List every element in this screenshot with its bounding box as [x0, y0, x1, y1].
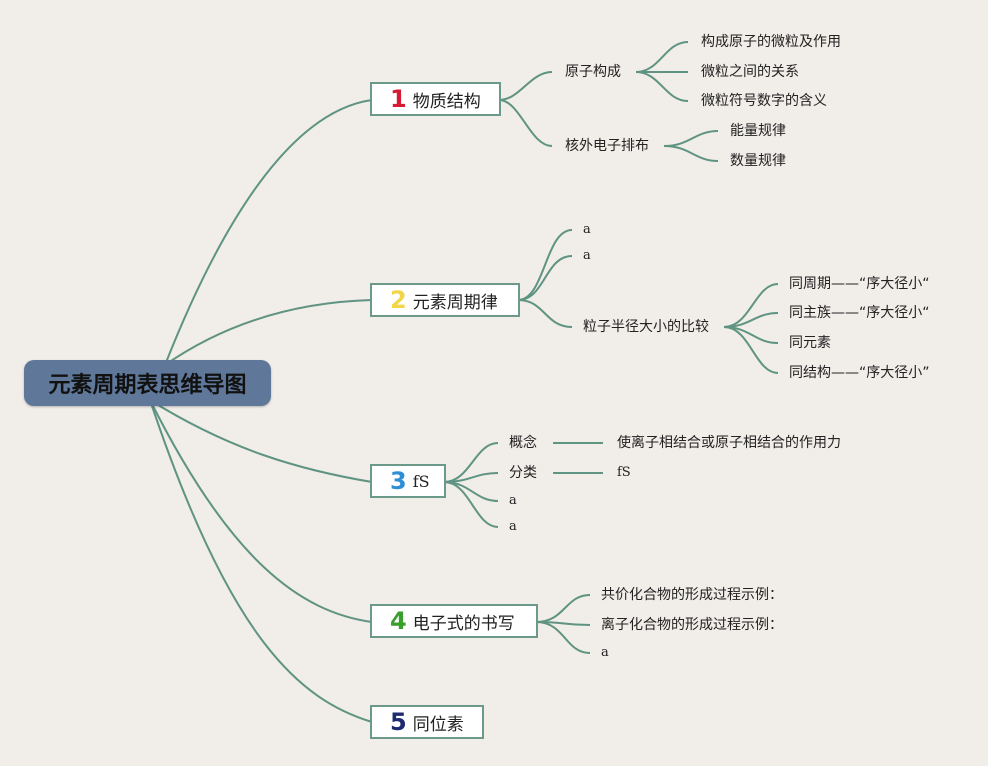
node-classification[interactable]: 分类 [509, 465, 537, 481]
root-title: 元素周期表思维导图 [48, 373, 247, 398]
node-concept-value[interactable]: 使离子相结合或原子相结合的作用力 [617, 435, 841, 451]
number-1-icon: 1 [390, 85, 407, 113]
node-radius-comparison[interactable]: 粒子半径大小的比较 [583, 319, 709, 335]
node-leaf[interactable]: 微粒符号数字的含义 [701, 93, 827, 109]
number-2-icon: 2 [390, 286, 407, 314]
branch-label: 同位素 [412, 714, 464, 735]
branch-label: 电子式的书写 [412, 613, 515, 634]
node-classification-value[interactable]: fS [617, 465, 631, 480]
node-leaf[interactable]: a [583, 248, 591, 263]
node-covalent-example[interactable]: 共价化合物的形成过程示例： [601, 587, 783, 603]
branch-label: 元素周期律 [412, 292, 498, 313]
number-3-icon: 3 [390, 467, 407, 495]
node-leaf[interactable]: a [509, 519, 517, 534]
node-leaf[interactable]: 同结构——“序大径小” [789, 365, 930, 381]
node-leaf[interactable]: 同主族——“序大径小“ [789, 305, 930, 321]
node-leaf[interactable]: 同元素 [789, 335, 831, 351]
branch-label: fS [412, 471, 430, 491]
branch-isotope[interactable]: 5 同位素 [370, 705, 484, 739]
number-4-icon: 4 [390, 607, 407, 635]
node-leaf[interactable]: a [583, 222, 591, 237]
node-leaf[interactable]: 微粒之间的关系 [701, 64, 799, 80]
branch-label: 物质结构 [412, 91, 481, 112]
node-leaf[interactable]: 同周期——“序大径小“ [789, 276, 930, 292]
node-concept[interactable]: 概念 [509, 435, 537, 451]
root-node[interactable]: 元素周期表思维导图 [24, 360, 271, 406]
node-atom-composition[interactable]: 原子构成 [565, 64, 621, 80]
branch-fs[interactable]: 3 fS [370, 464, 446, 498]
node-leaf[interactable]: a [601, 645, 609, 660]
node-leaf[interactable]: 数量规律 [730, 153, 786, 169]
node-leaf[interactable]: 能量规律 [730, 123, 786, 139]
node-electron-arrangement[interactable]: 核外电子排布 [565, 138, 649, 154]
branch-periodic-law[interactable]: 2 元素周期律 [370, 283, 520, 317]
branch-electron-formula[interactable]: 4 电子式的书写 [370, 604, 538, 638]
node-ionic-example[interactable]: 离子化合物的形成过程示例： [601, 617, 783, 633]
branch-material-structure[interactable]: 1 物质结构 [370, 82, 501, 116]
node-leaf[interactable]: a [509, 493, 517, 508]
node-leaf[interactable]: 构成原子的微粒及作用 [701, 34, 841, 50]
number-5-icon: 5 [390, 708, 407, 736]
